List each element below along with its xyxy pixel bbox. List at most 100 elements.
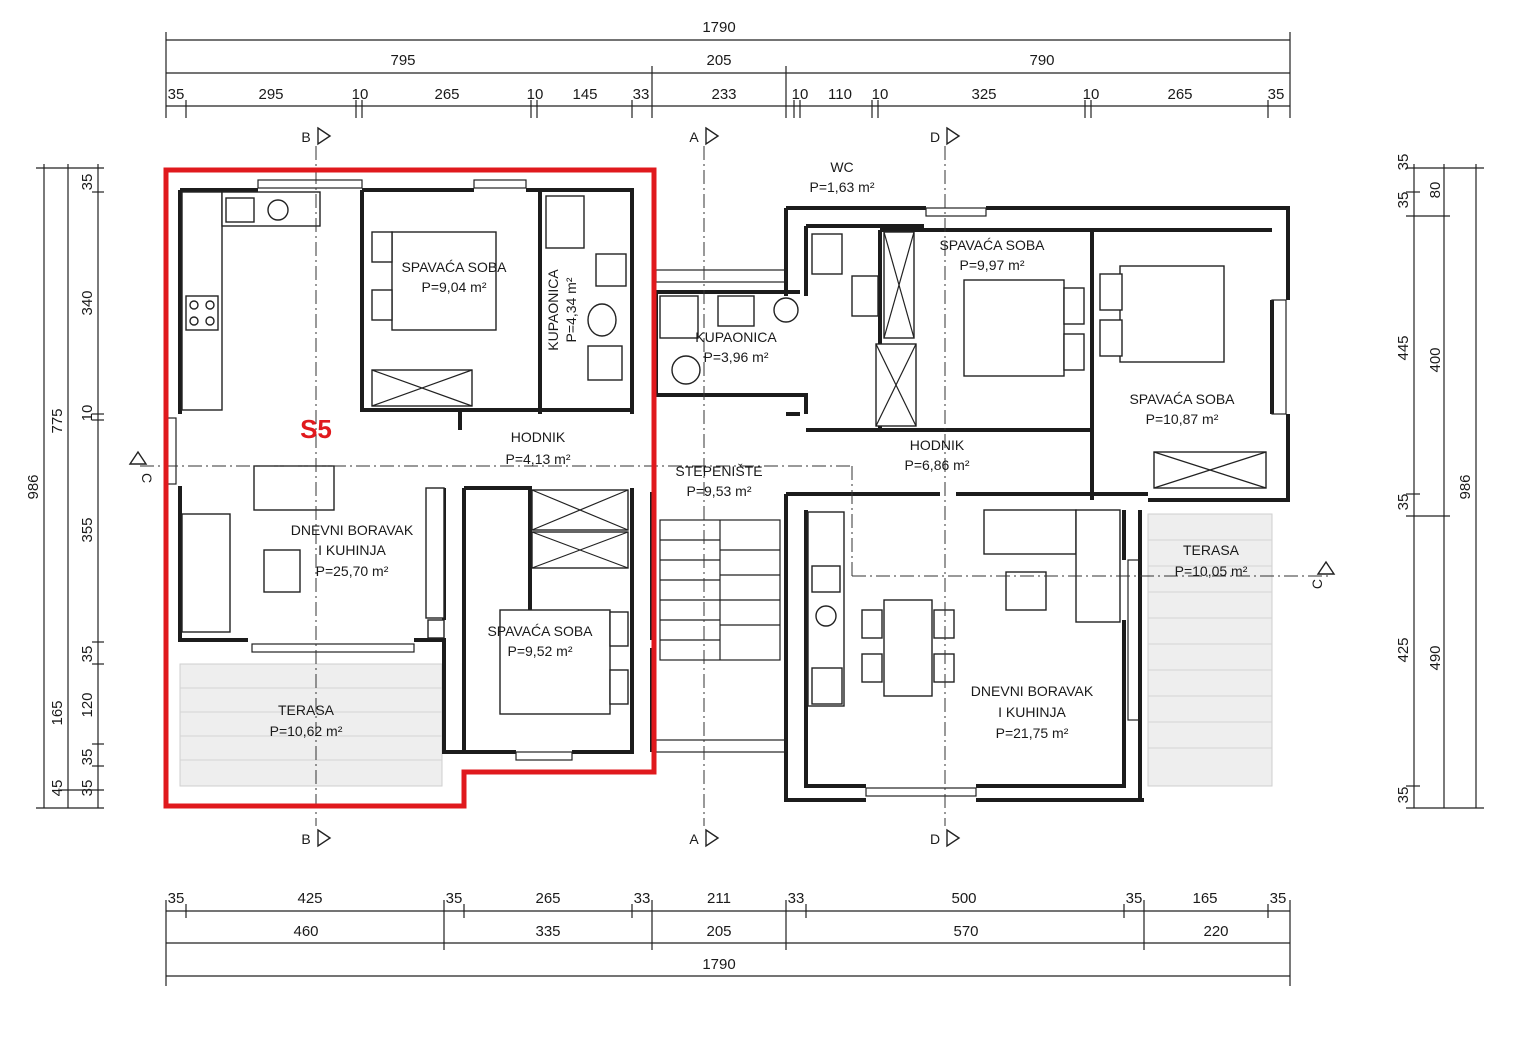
section-markers: B B A A D D C C — [128, 126, 1336, 848]
room-dnevni-2[interactable]: DNEVNI BORAVAK I KUHINJA P=21,75 m² — [971, 683, 1094, 741]
left-dimensions: 986 775 165 35 340 10 355 35 120 35 45 3… — [25, 164, 104, 809]
room-spavaca-4-name: SPAVAĆA SOBA — [487, 623, 593, 639]
room-hodnik-2-area: P=6,86 m² — [905, 457, 970, 473]
dim-td-12: 325 — [971, 86, 996, 103]
room-stepeniste-name: STEPENIŠTE — [675, 463, 762, 479]
dim-rd-6: 35 — [1395, 787, 1412, 804]
dim-bm-4: 570 — [953, 923, 978, 940]
dim-right-mid-3: 490 — [1427, 645, 1444, 670]
room-terasa-1-name: TERASA — [278, 702, 335, 718]
dim-bd-5: 33 — [634, 890, 651, 907]
room-labels: SPAVAĆA SOBA P=9,04 m² KUPAONICA P=4,34 … — [270, 159, 1248, 741]
bottom-dimensions: 35 425 35 265 33 211 33 500 35 165 35 46… — [165, 890, 1291, 986]
furniture — [181, 191, 1267, 715]
dim-td-1: 35 — [168, 86, 185, 103]
unit-s5-label: S5 — [300, 414, 332, 444]
dim-ld-4: 355 — [79, 517, 96, 542]
dim-bm-3: 205 — [706, 923, 731, 940]
dim-bd-3: 35 — [446, 890, 463, 907]
dim-top-total: 1790 — [702, 19, 735, 36]
top-dimensions: 1790 795 205 790 35 295 10 265 10 145 33… — [165, 19, 1291, 118]
terrace-tiles — [179, 513, 1273, 787]
room-spavaca-4[interactable]: SPAVAĆA SOBA P=9,52 m² — [487, 623, 593, 659]
dim-bd-9: 35 — [1126, 890, 1143, 907]
dim-ld-7: 35 — [79, 749, 96, 766]
dim-td-10: 110 — [828, 86, 852, 103]
room-hodnik-1[interactable]: HODNIK P=4,13 m² — [506, 429, 571, 467]
room-hodnik-2-name: HODNIK — [910, 437, 965, 453]
dim-rd-2: 35 — [1395, 192, 1412, 209]
room-kupaonica-1-name: KUPAONICA — [545, 269, 561, 351]
dim-ld-2: 340 — [79, 290, 96, 315]
section-label-c-right: C — [1309, 579, 1325, 589]
room-kupaonica-2-area: P=3,96 m² — [704, 349, 769, 365]
dim-td-4: 265 — [434, 86, 459, 103]
dim-right-mid-1: 80 — [1427, 182, 1444, 199]
room-hodnik-2[interactable]: HODNIK P=6,86 m² — [905, 437, 970, 473]
dim-left-mid-1: 775 — [49, 408, 66, 433]
dim-bm-1: 460 — [293, 923, 318, 940]
section-label-d-top: D — [930, 129, 940, 145]
dim-td-14: 265 — [1167, 86, 1192, 103]
room-dnevni-1-name2: I KUHINJA — [318, 542, 386, 558]
section-label-b-top: B — [301, 129, 310, 145]
dim-bd-6: 211 — [707, 890, 731, 907]
dim-td-8: 233 — [711, 86, 736, 103]
section-label-a-top: A — [689, 129, 699, 145]
room-kupaonica-2-name: KUPAONICA — [695, 329, 777, 345]
room-dnevni-1-name1: DNEVNI BORAVAK — [291, 522, 414, 538]
room-spavaca-1[interactable]: SPAVAĆA SOBA P=9,04 m² — [401, 259, 507, 295]
dim-bd-8: 500 — [951, 890, 976, 907]
room-kupaonica-2[interactable]: KUPAONICA P=3,96 m² — [695, 329, 777, 365]
dim-left-total: 986 — [25, 474, 42, 499]
room-terasa-2-area: P=10,05 m² — [1175, 563, 1248, 579]
room-stepeniste[interactable]: STEPENIŠTE P=9,53 m² — [675, 463, 762, 499]
dim-bd-11: 35 — [1270, 890, 1287, 907]
dim-ld-3: 10 — [79, 405, 96, 422]
room-dnevni-2-name1: DNEVNI BORAVAK — [971, 683, 1094, 699]
room-dnevni-1-area: P=25,70 m² — [316, 563, 389, 579]
dim-td-6: 145 — [572, 86, 597, 103]
room-spavaca-2-name: SPAVAĆA SOBA — [939, 237, 1045, 253]
dim-ld-8: 45 — [49, 780, 66, 797]
room-kupaonica-1[interactable]: KUPAONICA P=4,34 m² — [545, 269, 579, 351]
room-wc-name: WC — [830, 159, 853, 175]
dim-bd-7: 33 — [788, 890, 805, 907]
room-wc[interactable]: WC P=1,63 m² — [810, 159, 875, 195]
dim-bd-4: 265 — [535, 890, 560, 907]
dim-bd-1: 35 — [168, 890, 185, 907]
room-spavaca-2-area: P=9,97 m² — [960, 257, 1025, 273]
dim-td-3: 10 — [352, 86, 369, 103]
room-hodnik-1-name: HODNIK — [511, 429, 566, 445]
section-label-d-bottom: D — [930, 831, 940, 847]
dim-ld-6: 120 — [79, 692, 96, 717]
dim-td-5: 10 — [527, 86, 544, 103]
dim-left-mid-2: 165 — [49, 700, 66, 725]
dim-right-mid-2: 400 — [1427, 347, 1444, 372]
room-terasa-2-name: TERASA — [1183, 542, 1240, 558]
section-label-b-bottom: B — [301, 831, 310, 847]
room-terasa-2[interactable]: TERASA P=10,05 m² — [1175, 542, 1248, 579]
dim-rd-1: 35 — [1395, 154, 1412, 171]
dim-td-2: 295 — [258, 86, 283, 103]
room-terasa-1[interactable]: TERASA P=10,62 m² — [270, 702, 343, 739]
room-dnevni-1[interactable]: DNEVNI BORAVAK I KUHINJA P=25,70 m² — [291, 522, 414, 579]
room-spavaca-1-area: P=9,04 m² — [422, 279, 487, 295]
room-spavaca-2[interactable]: SPAVAĆA SOBA P=9,97 m² — [939, 237, 1045, 273]
room-spavaca-3[interactable]: SPAVAĆA SOBA P=10,87 m² — [1129, 391, 1235, 427]
room-spavaca-1-name: SPAVAĆA SOBA — [401, 259, 507, 275]
top-detail-dims: 35 295 10 265 10 145 33 233 10 110 10 32… — [168, 86, 1285, 103]
room-terasa-1-area: P=10,62 m² — [270, 723, 343, 739]
unit-s5-outline[interactable] — [163, 167, 657, 809]
section-label-a-bottom: A — [689, 831, 699, 847]
dim-right-total: 986 — [1457, 474, 1474, 499]
dim-ld-9: 35 — [79, 780, 96, 797]
room-kupaonica-1-area: P=4,34 m² — [563, 277, 579, 342]
dim-top-mid-1: 795 — [390, 52, 415, 69]
right-dimensions: 986 80 400 490 35 35 445 35 425 35 — [1395, 154, 1484, 809]
dim-td-9: 10 — [792, 86, 809, 103]
dim-td-7: 33 — [633, 86, 650, 103]
dim-ld-5: 35 — [79, 646, 96, 663]
room-spavaca-4-area: P=9,52 m² — [508, 643, 573, 659]
